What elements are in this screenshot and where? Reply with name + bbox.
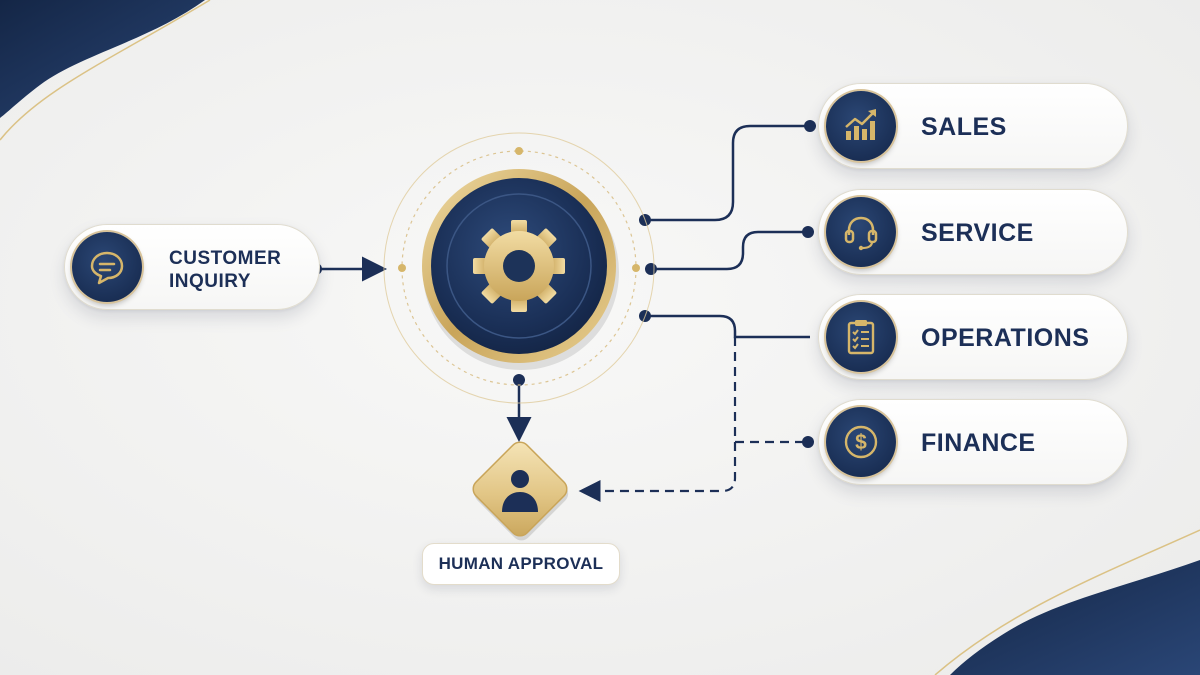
sales-label: SALES (921, 113, 1007, 141)
svg-text:$: $ (855, 431, 867, 454)
customer-inquiry-label: CUSTOMER INQUIRY (169, 247, 281, 293)
person-icon (502, 470, 538, 512)
finance-dot (802, 436, 814, 448)
bottom-right-gold-line (934, 529, 1200, 675)
hub-to-operations-line (645, 314, 810, 339)
department-node-service: SERVICE (818, 189, 1128, 275)
human-approval-label: HUMAN APPROVAL (422, 543, 620, 585)
hub-inner-ring (446, 193, 592, 339)
hub-ring-dot-left (398, 264, 406, 272)
department-node-finance: $ FINANCE (818, 399, 1128, 485)
hub-ring-dot-right (632, 264, 640, 272)
sales-badge (826, 91, 896, 161)
headset-icon (844, 216, 878, 251)
department-node-sales: SALES (818, 83, 1128, 169)
department-node-operations: OPERATIONS (818, 294, 1128, 380)
bottom-right-swoosh (950, 560, 1200, 675)
service-dot (802, 226, 814, 238)
hub-to-sales-line (645, 124, 810, 222)
operations-label: OPERATIONS (921, 324, 1090, 352)
top-left-gold-line (0, 0, 211, 141)
finance-badge: $ (826, 407, 896, 477)
hub-to-service-line (651, 230, 808, 271)
operations-badge (826, 302, 896, 372)
customer-inquiry-label-line1: CUSTOMER (169, 248, 282, 269)
customer-inquiry-badge (72, 232, 142, 302)
gear-icon (473, 220, 565, 312)
service-badge (826, 197, 896, 267)
finance-label: FINANCE (921, 429, 1036, 457)
top-left-swoosh (0, 0, 205, 118)
clipboard-checklist-icon (847, 320, 875, 355)
speech-bubble-icon (90, 251, 124, 285)
dollar-icon: $ (844, 425, 878, 459)
service-label: SERVICE (921, 219, 1034, 247)
customer-inquiry-node: CUSTOMER INQUIRY (64, 224, 320, 310)
operations-to-approval-dashed (578, 337, 737, 502)
sales-dot (804, 120, 816, 132)
growth-chart-icon (845, 109, 876, 140)
hub-outer-ring (383, 132, 655, 404)
customer-inquiry-label-line2: INQUIRY (169, 271, 251, 292)
hub-ring-dot-top (515, 147, 523, 155)
approval-diamond (472, 441, 568, 537)
